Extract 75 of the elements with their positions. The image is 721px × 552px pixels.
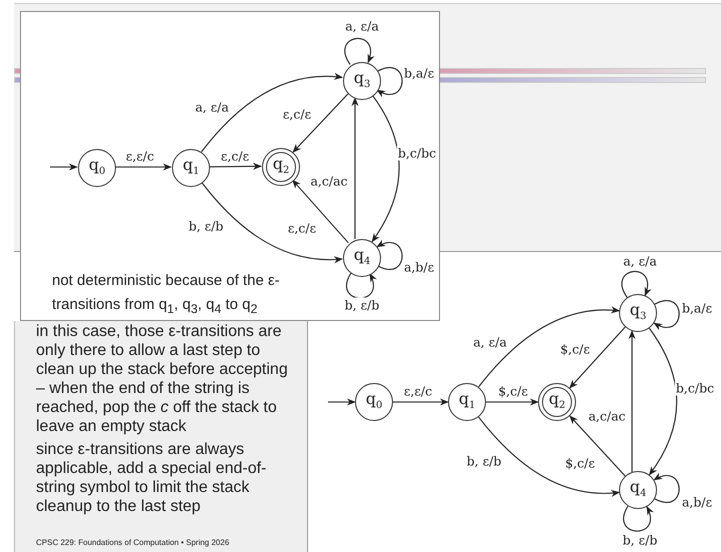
edge-label: a, ε/a: [472, 334, 508, 350]
text-panel: [14, 321, 308, 552]
edge-label: a, ε/a: [622, 254, 658, 268]
transition-arrow: [478, 306, 620, 388]
inset-panel: [20, 11, 440, 321]
footer-text: CPSC 229: Foundations of Computation • Spring 2026: [36, 538, 230, 547]
state-label: q$_{3}$: [630, 302, 646, 322]
edge-label: b,c/bc: [396, 146, 438, 160]
transition-arrow: [648, 328, 678, 476]
edge-label: a, ε/a: [344, 18, 380, 34]
transition-arrow: [344, 38, 374, 65]
edge-label: b, ε/b: [344, 298, 380, 312]
state-label: q$_{3}$: [354, 70, 370, 90]
transition-arrow: [486, 398, 539, 406]
state-label: q$_{2}$: [548, 390, 566, 412]
transition-arrow: [201, 182, 343, 264]
state-circle: [343, 239, 381, 277]
transition-arrow: [393, 398, 449, 406]
edge-label: b,a/ε: [680, 300, 714, 316]
transition-arrow: [115, 163, 172, 171]
edge-label: ε,ε/c: [124, 148, 156, 164]
state-circle: [343, 62, 381, 100]
state-label: q$_{4}$: [630, 478, 646, 500]
transition-arrow: [621, 271, 651, 298]
transition-arrow: [376, 240, 403, 270]
state-label: q$_{1}$: [182, 156, 200, 178]
transition-arrow: [628, 330, 636, 472]
state-circle: [172, 149, 210, 187]
transition-arrow: [623, 506, 654, 532]
transition-arrow: [209, 162, 262, 170]
accept-state: [262, 148, 300, 186]
transition-arrow: [376, 67, 403, 97]
transition-arrow: [653, 473, 680, 503]
edge-label: ε,c/ε: [286, 220, 318, 236]
state-label: q$_{1}$: [458, 390, 476, 412]
edge-label: a, ε/a: [194, 100, 230, 114]
state-label: q$_{2}$: [272, 156, 290, 176]
state-label: q$_{4}$: [354, 246, 370, 268]
edge-label: ε,c/ε: [282, 106, 312, 122]
edge-label: ε,ε/c: [402, 384, 434, 398]
edge-label: $,c/ε: [497, 384, 529, 398]
transition-arrow: [569, 326, 626, 389]
edge-label: a,b/ε: [680, 494, 714, 510]
transition-arrow: [569, 415, 626, 476]
edge-label: b, ε/b: [188, 218, 224, 234]
body-text: since ε-transitions are always applicable, add a special end-of-string symbol to limit the stack cleanup to the last step: [36, 440, 268, 516]
edge-label: b, ε/b: [622, 532, 658, 548]
transition-arrow: [372, 94, 400, 242]
transition-arrow: [292, 180, 349, 244]
state-circle: [619, 471, 657, 509]
state-circle: [78, 149, 116, 187]
transition-arrow: [292, 93, 348, 153]
edge-label: a,b/ε: [402, 260, 436, 274]
transition-arrow: [201, 73, 344, 152]
edge-label: b, ε/b: [466, 454, 502, 468]
state-circle: [619, 294, 657, 332]
transition-arrow: [351, 97, 359, 239]
transition-arrow: [328, 398, 356, 406]
state-circle: [448, 383, 486, 421]
edge-label: b,a/ε: [402, 66, 436, 80]
state-label: q$_{0}$: [88, 156, 106, 178]
edge-label: ε,c/ε: [220, 148, 250, 164]
transition-arrow: [346, 272, 376, 299]
edge-label: $,c/ε: [564, 456, 596, 470]
state-label: q$_{0}$: [366, 390, 382, 412]
accept-state: [538, 383, 576, 421]
edge-label: $,c/ε: [559, 342, 591, 356]
edge-label: a,c/ac: [309, 174, 349, 188]
note-text: not deterministic because of the ε-transitions from q$_{1}$, q$_{3}$, q$_{4}$ to q$_{2}$: [52, 271, 281, 318]
transition-arrow: [50, 163, 78, 171]
state-circle: [355, 383, 393, 421]
edge-label: a,c/ac: [587, 408, 627, 424]
transition-arrow: [653, 300, 680, 330]
edge-label: b,c/bc: [674, 380, 716, 396]
transition-arrow: [478, 416, 620, 497]
